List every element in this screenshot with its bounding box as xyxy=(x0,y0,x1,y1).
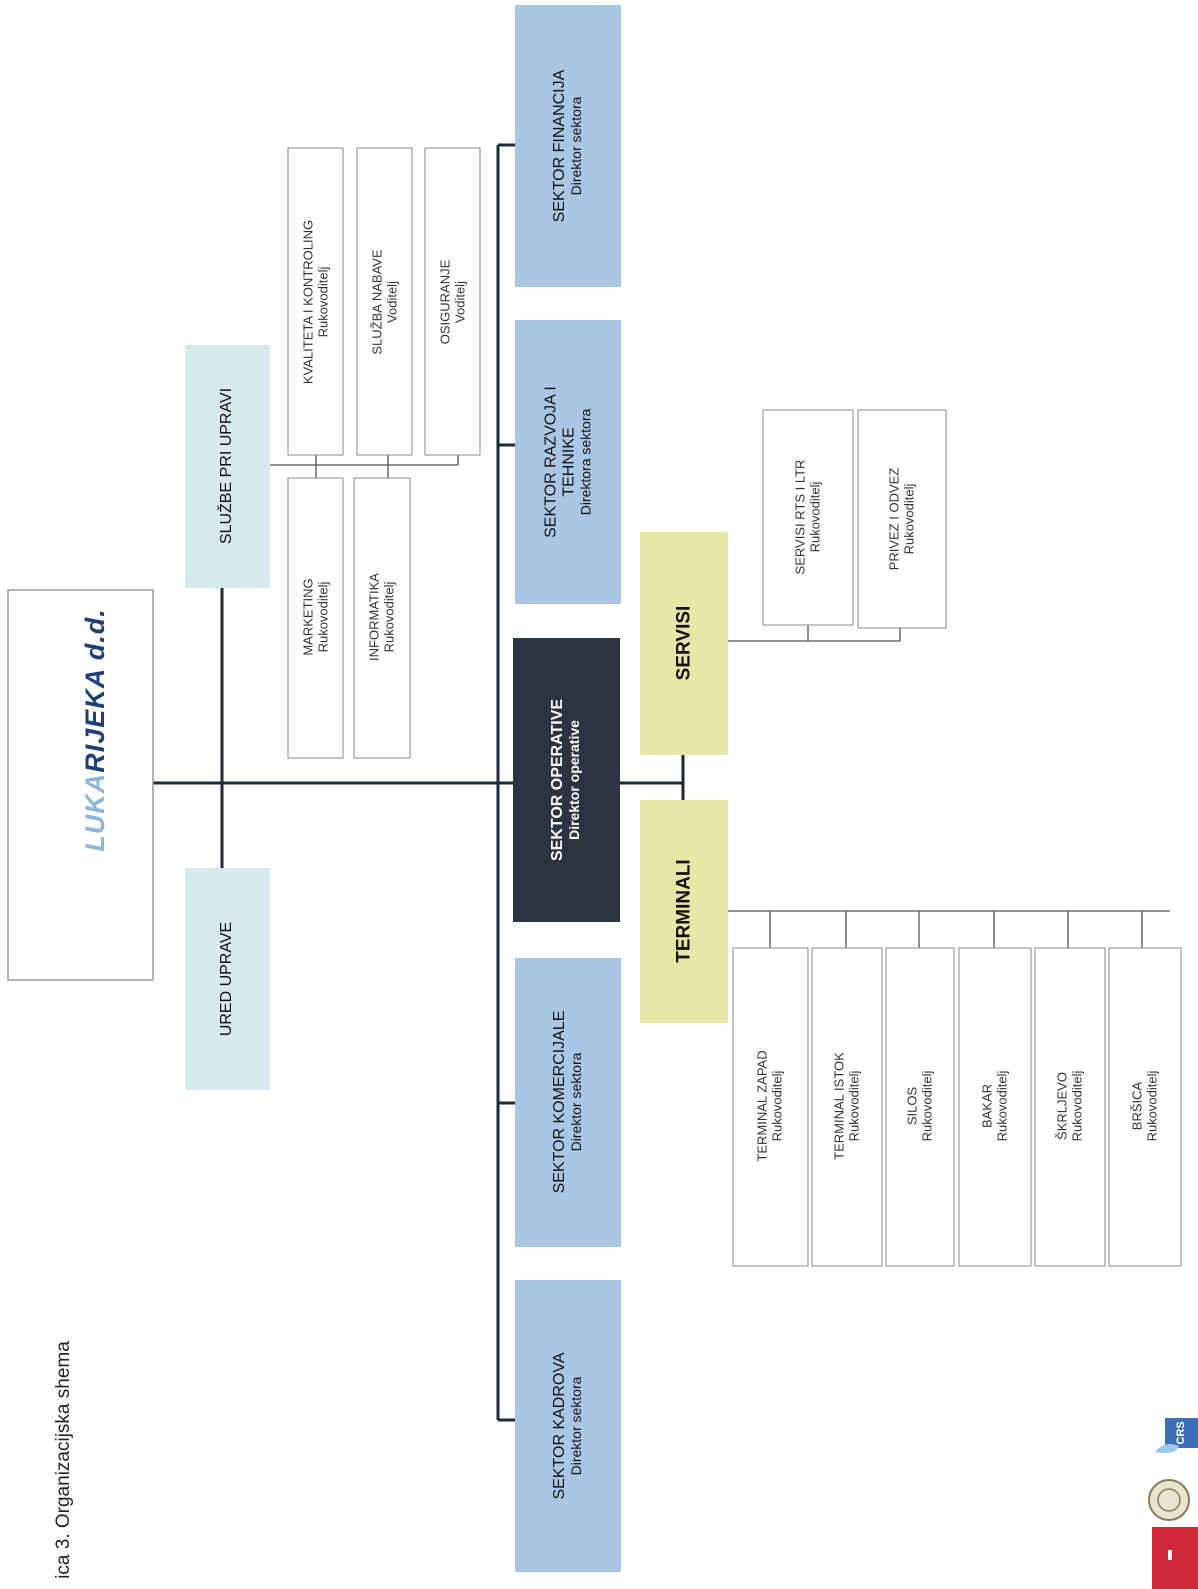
seal-icon xyxy=(1148,1479,1190,1521)
terminal-zapad-label: TERMINAL ZAPAD Rukovoditelj xyxy=(754,1050,784,1162)
sektor-operative-label: SEKTOR OPERATIVE Direktor operative xyxy=(549,698,583,862)
ured-uprave-box xyxy=(185,868,270,1090)
sektor-kadrova-box xyxy=(515,1280,621,1572)
terminal-zapad-box xyxy=(732,947,809,1267)
red-flag-icon xyxy=(1152,1527,1198,1589)
sluzba-nabave-label: SLUŽBA NABAVE Voditelj xyxy=(369,249,399,355)
osiguranje-label: OSIGURANJE Voditelj xyxy=(437,259,467,345)
marketing-label: MARKETING Rukovoditelj xyxy=(300,578,330,656)
sektor-razvoja-box xyxy=(515,320,621,604)
sektor-kadrova-label: SEKTOR KADROVA Direktor sektora xyxy=(551,1352,585,1500)
sektor-komercijale-box xyxy=(515,958,621,1247)
sektor-financija-label: SEKTOR FINANCIJA Direktor sektora xyxy=(551,69,585,223)
brsica-box xyxy=(1108,947,1182,1267)
certification-badge xyxy=(1148,1418,1198,1589)
informatika-label: INFORMATIKA Rukovoditelj xyxy=(366,573,396,661)
privez-label: PRIVEZ I ODVEZ Rukovoditelj xyxy=(886,467,916,571)
kvaliteta-label: KVALITETA I KONTROLING Rukovoditelj xyxy=(300,219,330,385)
bakar-label: BAKAR Rukovoditelj xyxy=(979,1070,1009,1142)
thin-connectors xyxy=(268,455,1170,948)
kvaliteta-box xyxy=(287,147,344,456)
logo-name: RIJEKA d.d. xyxy=(79,608,110,773)
marketing-box xyxy=(287,477,344,759)
sektor-komercijale-label: SEKTOR KOMERCIJALE Direktor sektora xyxy=(551,1010,585,1194)
connector-lines xyxy=(153,143,685,1422)
bakar-box xyxy=(958,947,1032,1267)
crs-badge-text: CRS xyxy=(1175,1421,1187,1445)
servisi-rts-label: SERVISI RTS I LTR Rukovoditelj xyxy=(792,459,822,575)
ured-uprave-label: URED UPRAVE xyxy=(218,921,236,1037)
skrljevo-label: ŠKRLJEVO Rukovoditelj xyxy=(1054,1070,1084,1142)
sluzbe-pri-upravi-label: SLUŽBE PRI UPRAVI xyxy=(218,387,236,545)
terminal-istok-box xyxy=(811,947,883,1267)
brsica-label: BRŠICA Rukovoditelj xyxy=(1129,1070,1159,1142)
servisi-rts-box xyxy=(762,409,854,626)
informatika-box xyxy=(353,477,411,759)
figure-caption: ica 3. Organizacijska shema xyxy=(53,1341,74,1579)
skrljevo-box xyxy=(1034,947,1106,1267)
terminali-label: TERMINALI xyxy=(673,859,695,963)
servisi-box xyxy=(640,532,728,755)
terminali-box xyxy=(640,800,728,1023)
company-logo-box xyxy=(7,589,154,981)
silos-label: SILOS Rukovoditelj xyxy=(904,1070,934,1142)
sektor-operative-box xyxy=(513,638,620,922)
silos-box xyxy=(885,947,955,1267)
osiguranje-box xyxy=(424,147,481,456)
sektor-financija-box xyxy=(515,5,621,287)
sluzba-nabave-box xyxy=(356,147,413,456)
sektor-razvoja-label: SEKTOR RAZVOJA I TEHNIKE Direktora sekto… xyxy=(542,386,594,538)
logo-prefix: LUKA xyxy=(79,772,110,852)
terminal-istok-label: TERMINAL ISTOK Rukovoditelj xyxy=(831,1052,861,1160)
privez-box xyxy=(857,409,947,629)
crs-badge-icon xyxy=(1165,1418,1198,1448)
company-logo: LUKARIJEKA d.d. xyxy=(80,608,110,852)
sluzbe-pri-upravi-box xyxy=(185,345,270,588)
wave-icon xyxy=(1155,1444,1179,1454)
servisi-label: SERVISI xyxy=(673,605,695,681)
